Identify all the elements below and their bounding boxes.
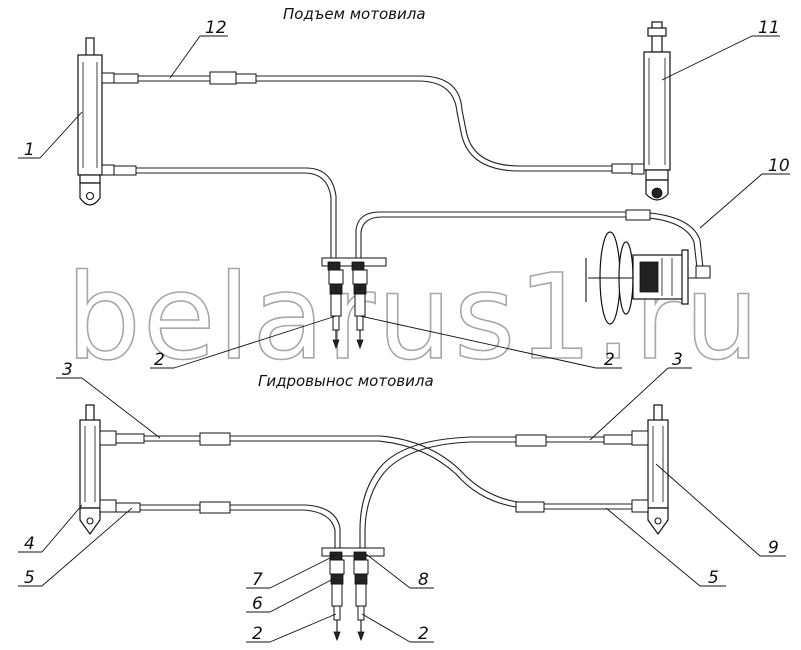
hose-10 bbox=[355, 209, 711, 279]
leader-lines bbox=[18, 35, 790, 643]
callout-8: 8 bbox=[418, 570, 429, 590]
heading-reel-extension: Гидровынос мотовила bbox=[258, 372, 434, 390]
lift-cylinder-left bbox=[77, 37, 115, 206]
callout-3-right: 3 bbox=[672, 350, 683, 370]
hose-5-left bbox=[115, 501, 341, 548]
extension-cylinder-left bbox=[79, 404, 117, 536]
callout-4: 4 bbox=[24, 534, 35, 554]
callout-10: 10 bbox=[768, 156, 790, 176]
hose-left-lower-upper bbox=[113, 165, 337, 258]
callout-9: 9 bbox=[768, 538, 779, 558]
callout-2-upper-right: 2 bbox=[604, 350, 615, 370]
coupler-block-upper bbox=[321, 257, 387, 350]
callout-12: 12 bbox=[205, 18, 227, 38]
callout-11: 11 bbox=[758, 18, 780, 38]
callout-5-right: 5 bbox=[708, 568, 719, 588]
callout-7: 7 bbox=[252, 570, 263, 590]
heading-reel-lift: Подъем мотовила bbox=[283, 5, 426, 23]
coupler-block-lower bbox=[321, 547, 385, 642]
callout-3-left: 3 bbox=[62, 360, 73, 380]
hose-12 bbox=[113, 71, 633, 174]
hose-3-right bbox=[359, 434, 633, 548]
callout-2-upper-left: 2 bbox=[154, 350, 165, 370]
extension-cylinder-right bbox=[631, 404, 669, 536]
callout-2-lower-right: 2 bbox=[418, 624, 429, 644]
reel-drive-assembly bbox=[585, 231, 700, 325]
callout-2-lower-left: 2 bbox=[252, 624, 263, 644]
callout-1: 1 bbox=[24, 140, 35, 160]
callout-6: 6 bbox=[252, 594, 263, 614]
callout-5-left: 5 bbox=[24, 568, 35, 588]
lift-cylinder-right bbox=[631, 21, 671, 201]
hose-3-left bbox=[115, 432, 632, 513]
